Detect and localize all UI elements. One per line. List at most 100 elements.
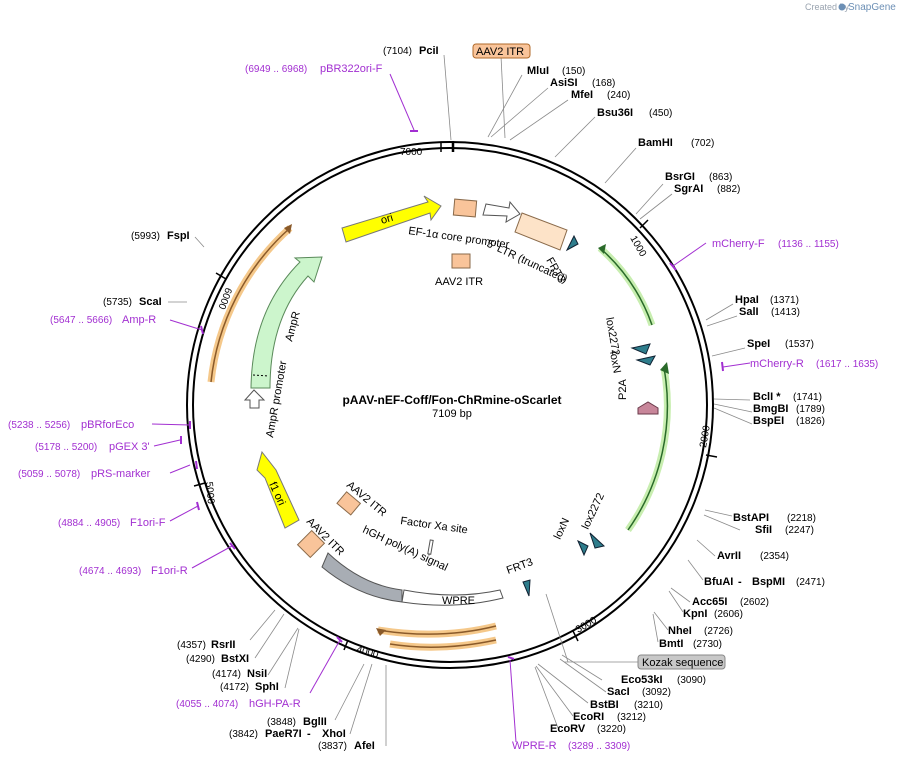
site-scai: ScaI xyxy=(139,296,162,308)
feature-aav2-itr-b2[interactable] xyxy=(296,529,326,559)
svg-text:(4674 .. 4693): (4674 .. 4693) xyxy=(79,566,141,577)
svg-text:(2218): (2218) xyxy=(787,513,816,524)
feature-chrmine-highlight xyxy=(625,367,671,533)
tick-label-4000: 4000 xyxy=(355,644,380,660)
svg-text:(3210): (3210) xyxy=(634,700,663,711)
plasmid-name: pAAV-nEF-Coff/Fon-ChRmine-oScarlet xyxy=(342,393,561,407)
feature-ampr-promoter[interactable] xyxy=(243,389,266,409)
feature-orange-arc-bottom1[interactable] xyxy=(377,625,497,635)
feature-aav2-itr-inner-label: AAV2 ITR xyxy=(435,276,483,288)
feature-frt3-bottom-label: FRT3 xyxy=(505,556,535,577)
site-ecorv: EcoRV xyxy=(550,723,586,735)
feature-chrmine-arrowhead xyxy=(660,362,669,374)
feature-factor-xa[interactable] xyxy=(427,539,434,555)
svg-text:(2726): (2726) xyxy=(704,626,733,637)
site-saci: SacI xyxy=(607,686,630,698)
svg-text:(3848): (3848) xyxy=(267,717,296,728)
feature-ori[interactable] xyxy=(341,195,442,243)
feature-chrmine-arc[interactable] xyxy=(627,367,669,531)
svg-text:(1537): (1537) xyxy=(785,339,814,350)
svg-text:(5647 .. 5666): (5647 .. 5666) xyxy=(50,315,112,326)
feature-f1-ori[interactable] xyxy=(256,450,300,529)
feature-p2a[interactable] xyxy=(637,401,659,415)
svg-text:(882): (882) xyxy=(717,184,740,195)
svg-text:(3092): (3092) xyxy=(642,687,671,698)
aav2-itr-top-box-label: AAV2 ITR xyxy=(476,46,524,58)
feature-mcherry-arc-top[interactable] xyxy=(599,247,653,326)
site-paer7i: PaeR7I xyxy=(265,728,302,740)
primer-pgex3: pGEX 3' xyxy=(109,441,150,453)
feature-p2a-label: P2A xyxy=(617,379,629,400)
svg-text:(3289 .. 3309): (3289 .. 3309) xyxy=(568,741,630,752)
feature-wpre[interactable] xyxy=(401,589,504,606)
feature-orange-arc-left[interactable] xyxy=(210,227,291,383)
svg-text:(4357): (4357) xyxy=(177,640,206,651)
aav2-itr-top-box[interactable] xyxy=(472,43,531,59)
site-bfuai: BfuAI xyxy=(704,576,733,588)
primer-pbr322ori-f: pBR322ori-F xyxy=(320,63,383,75)
feature-ef1a-promoter[interactable] xyxy=(482,200,521,223)
feature-loxn-bottom-label: loxN xyxy=(552,516,572,541)
feature-orange-arc-bottom2[interactable] xyxy=(389,639,497,648)
svg-text:(1741): (1741) xyxy=(793,392,822,403)
svg-text:(2730): (2730) xyxy=(693,639,722,650)
site-sfii: SfiI xyxy=(755,524,772,536)
feature-mcherry-arrowhead-top xyxy=(598,244,606,254)
site-sphi: SphI xyxy=(255,681,279,693)
svg-text:(6949 .. 6968): (6949 .. 6968) xyxy=(245,64,307,75)
svg-text:(2602): (2602) xyxy=(740,597,769,608)
svg-text:(240): (240) xyxy=(607,90,630,101)
svg-text:(4884 .. 4905): (4884 .. 4905) xyxy=(58,518,120,529)
svg-text:(5735): (5735) xyxy=(103,297,132,308)
primer-leaders xyxy=(151,73,751,743)
site-bsrgi: BsrGI xyxy=(665,171,695,183)
feature-ampr-label: AmpR xyxy=(283,310,303,343)
site-bcli: BclI * xyxy=(753,391,781,403)
feature-f1-ori-label: f1 ori xyxy=(266,480,287,507)
svg-text:(3090): (3090) xyxy=(677,675,706,686)
feature-ampr[interactable] xyxy=(250,256,323,389)
svg-text:-: - xyxy=(307,728,311,740)
feature-aav2-itr-inner[interactable] xyxy=(451,253,471,269)
site-afei: AfeI xyxy=(354,740,375,752)
feature-hgh-polya[interactable] xyxy=(321,552,403,603)
svg-text:(3212): (3212) xyxy=(617,712,646,723)
site-sgrai: SgrAI xyxy=(674,183,703,195)
feature-loxn-top-label: loxN xyxy=(607,350,623,374)
credit-brand[interactable]: SnapGene xyxy=(848,2,896,13)
primer-f1ori-r: F1ori-R xyxy=(151,565,188,577)
feature-lox2272-bottom[interactable] xyxy=(589,532,606,549)
primer-bars xyxy=(180,130,724,660)
feature-loxn-top[interactable] xyxy=(635,355,656,366)
site-bsu36i: Bsu36I xyxy=(597,107,633,119)
site-hpai: HpaI xyxy=(735,294,759,306)
feature-loxn-bottom[interactable] xyxy=(577,539,589,557)
svg-text:(2471): (2471) xyxy=(796,577,825,588)
svg-text:(5178 .. 5200): (5178 .. 5200) xyxy=(35,442,97,453)
feature-frt3-bottom[interactable] xyxy=(522,579,531,597)
svg-text:(3842): (3842) xyxy=(229,729,258,740)
site-asisi: AsiSI xyxy=(550,77,578,89)
primer-wpre-r: WPRE-R xyxy=(512,740,557,752)
site-sali: SalI xyxy=(739,306,759,318)
svg-text:(2247): (2247) xyxy=(785,525,814,536)
feature-aav2-itr-b1[interactable] xyxy=(336,491,362,516)
svg-text:(863): (863) xyxy=(709,172,732,183)
site-nhei: NheI xyxy=(668,625,692,637)
site-spei: SpeI xyxy=(747,338,770,350)
svg-text:(1617 .. 1635): (1617 .. 1635) xyxy=(816,359,878,370)
site-acc65i: Acc65I xyxy=(692,596,727,608)
feature-aav2-itr-top[interactable] xyxy=(452,198,478,218)
backbone-outer xyxy=(186,141,714,669)
primer-f1ori-f: F1ori-F xyxy=(130,517,166,529)
feature-5ltr[interactable] xyxy=(514,212,568,251)
feature-frt3-top[interactable] xyxy=(565,234,579,252)
feature-factor-xa-label: Factor Xa site xyxy=(400,515,469,536)
site-avrii: AvrII xyxy=(717,550,741,562)
feature-lox2272-top[interactable] xyxy=(630,343,651,355)
svg-text:(4290): (4290) xyxy=(186,654,215,665)
site-bstxi: BstXI xyxy=(221,653,249,665)
kozak-box[interactable] xyxy=(637,654,726,670)
backbone-inner xyxy=(192,147,708,663)
svg-text:(4055 .. 4074): (4055 .. 4074) xyxy=(176,699,238,710)
